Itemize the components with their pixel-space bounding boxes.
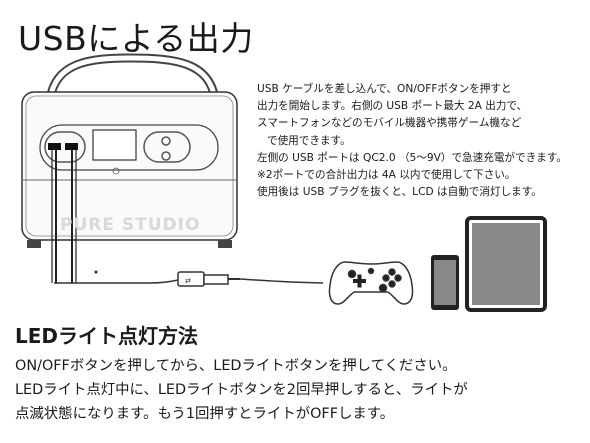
description-line: 左側の USB ポートは QC2.0 （5～9V）で急速充電ができます。 xyxy=(257,151,567,164)
page-title: USBによる出力 xyxy=(18,19,254,58)
description-line: ※2ポートでの合計出力は 4A 以内で使用して下さい。 xyxy=(257,169,516,182)
description-line: スマートフォンなどのモバイル機器や携帯ゲーム機など xyxy=(257,117,522,130)
led-instructions: ON/OFFボタンを押してから、LEDライトボタンを押してください。 LEDライ… xyxy=(15,354,587,426)
svg-text:⇄: ⇄ xyxy=(185,277,191,285)
usb-cable-icon: ⇄ xyxy=(54,271,324,287)
description-line: 使用後は USB プラグを抜くと、LCD は自動で消灯します。 xyxy=(257,186,542,199)
smartphone-icon xyxy=(431,255,459,310)
usb-description: USB ケーブルを差し込んで、ON/OFFボタンを押すと 出力を開始します。右側… xyxy=(257,81,587,201)
game-controller-icon xyxy=(328,261,414,305)
description-line: USB ケーブルを差し込んで、ON/OFFボタンを押すと xyxy=(257,83,512,95)
description-line: で使用できます。 xyxy=(267,134,351,147)
watermark: PURE STUDIO xyxy=(60,215,201,235)
power-station-icon xyxy=(21,53,238,283)
led-line: LEDライト点灯中に、LEDライトボタンを2回早押しすると、ライトが xyxy=(15,382,468,398)
led-line: ON/OFFボタンを押してから、LEDライトボタンを押してください。 xyxy=(15,358,457,374)
led-line: 点滅状態になります。もう1回押すとライトがOFFします。 xyxy=(15,406,395,422)
usb-output-illustration: ⇄ xyxy=(21,53,547,312)
led-section-title: LEDライト点灯方法 xyxy=(15,324,199,348)
tablet-icon xyxy=(465,216,547,312)
description-line: 出力を開始します。右側の USB ポート最大 2A 出力で、 xyxy=(257,100,528,113)
